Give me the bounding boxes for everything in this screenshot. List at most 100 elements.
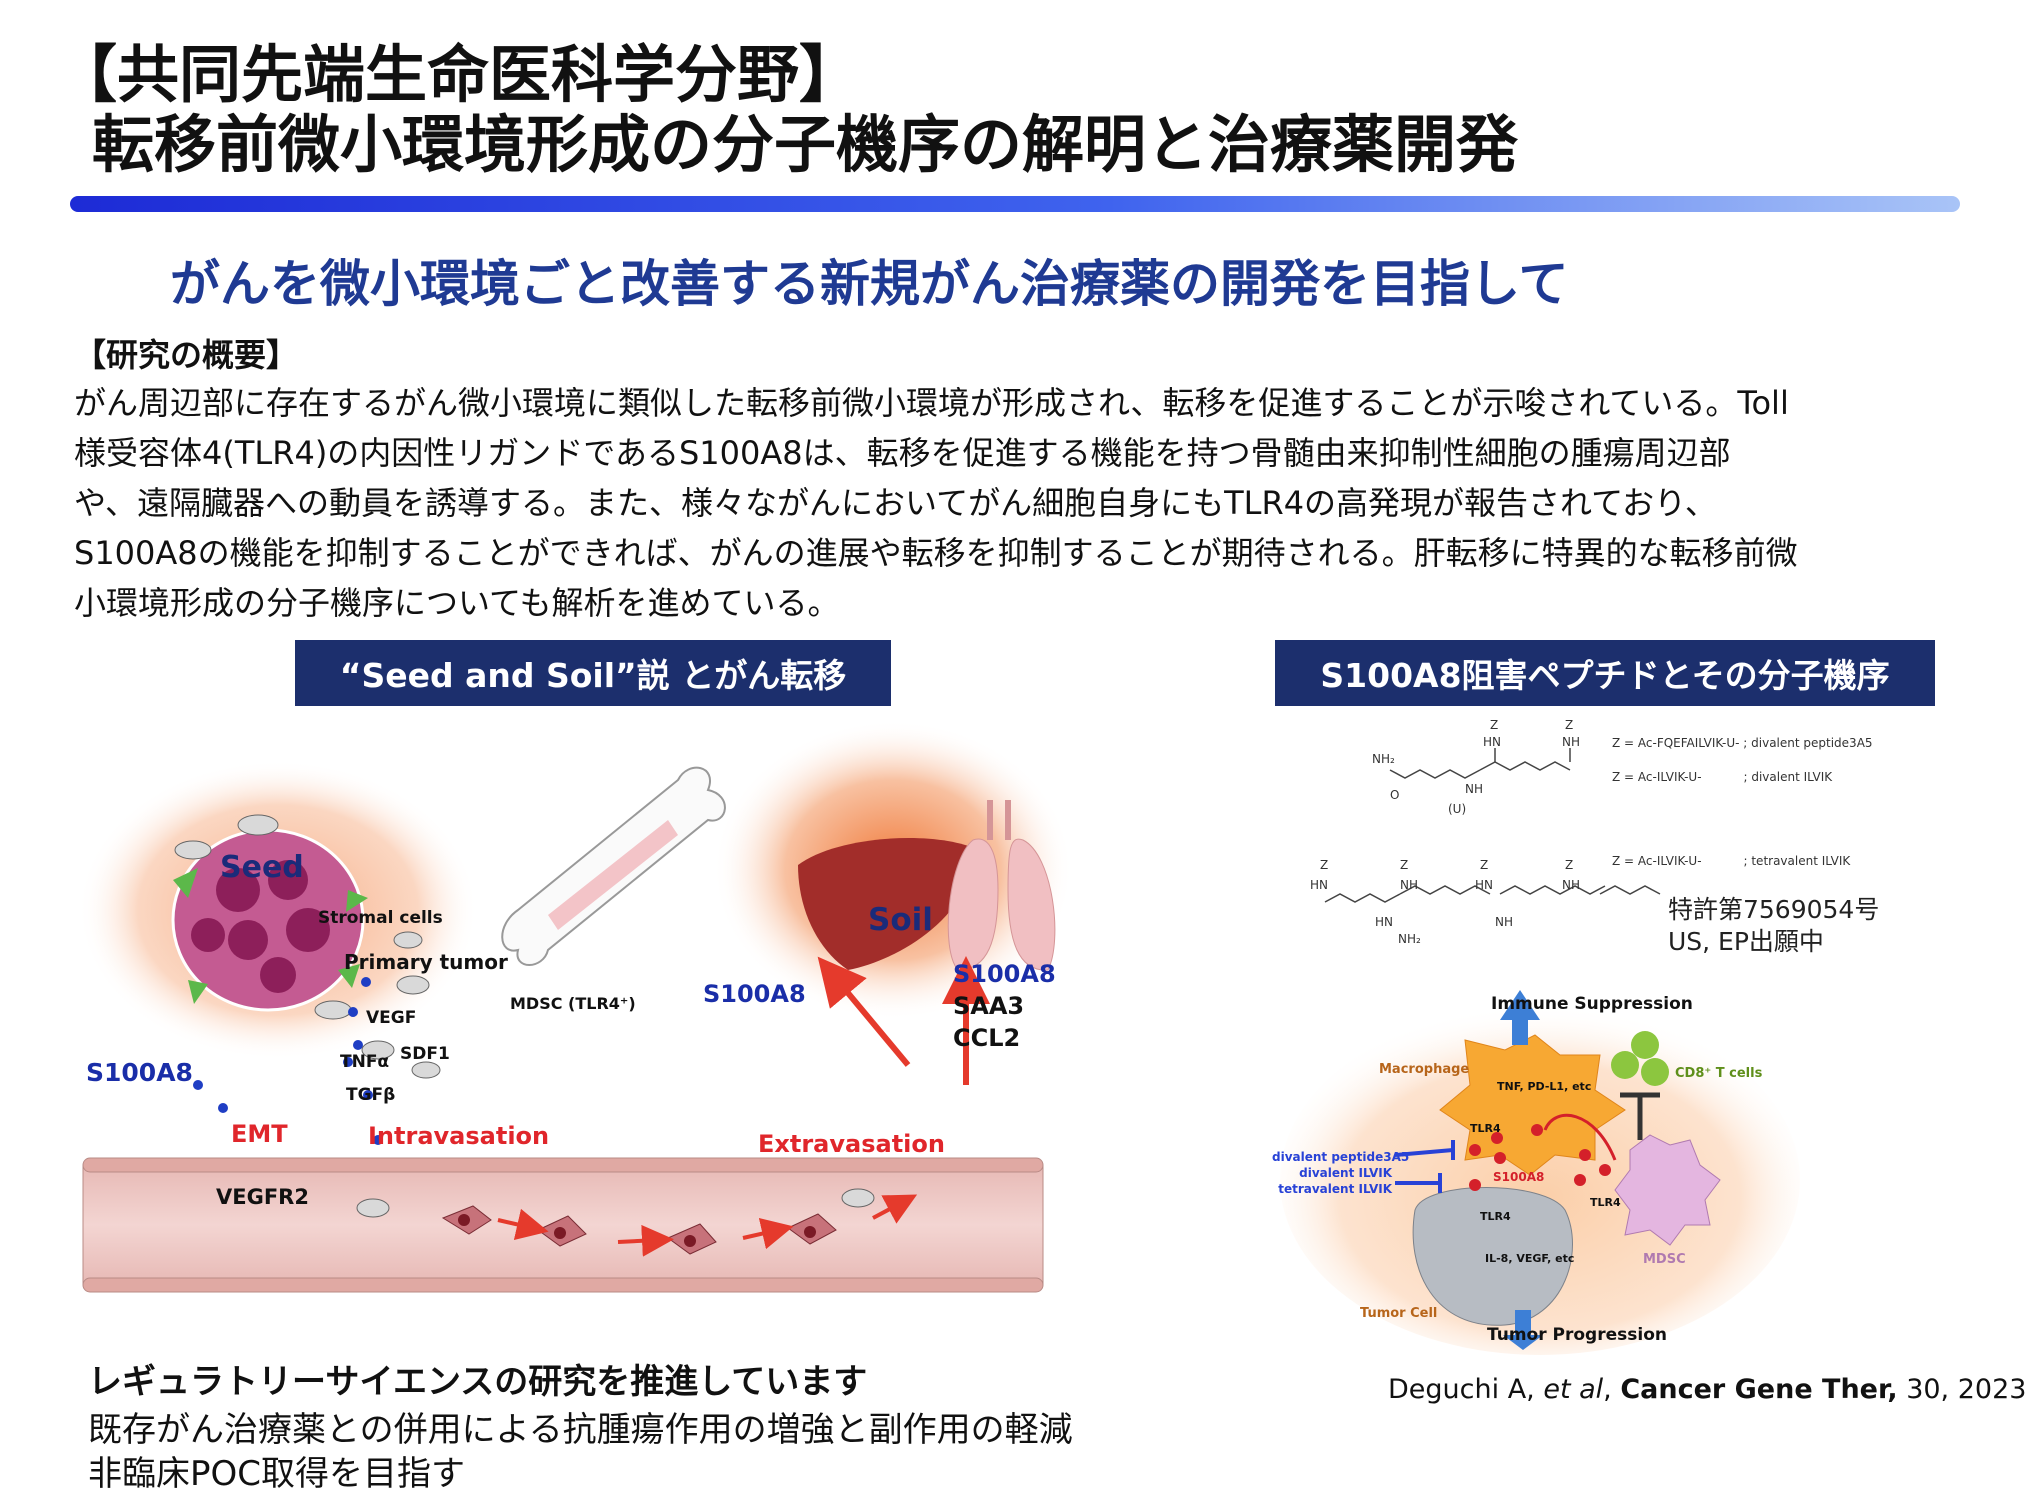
inhibitor-tetravalent-label: tetravalent ILVIK bbox=[1278, 1182, 1392, 1196]
saa3-label: SAA3 bbox=[953, 992, 1025, 1020]
chem-nh2: NH₂ bbox=[1398, 932, 1421, 946]
citation: Deguchi A, et al, Cancer Gene Ther, 30, … bbox=[1388, 1374, 2026, 1405]
seed-label: Seed bbox=[220, 850, 304, 885]
chem-hn: HN bbox=[1475, 878, 1493, 892]
macrophage-cell bbox=[1439, 1034, 1626, 1176]
seed-soil-label: “Seed and Soil”説 とがん転移 bbox=[295, 640, 891, 706]
tgf-label: TGFβ bbox=[346, 1085, 396, 1105]
patent-pending: US, EP出願中 bbox=[1668, 927, 1824, 956]
soil-label: Soil bbox=[868, 902, 933, 938]
tnf-pdl1-label: TNF, PD-L1, etc bbox=[1497, 1080, 1592, 1093]
chemical-structures: Z Z HN NH NH₂ O NH (U) Z Z Z Z HN NH HN … bbox=[1300, 710, 1960, 950]
sdf1-label: SDF1 bbox=[400, 1044, 450, 1064]
bone bbox=[501, 766, 726, 966]
immune-suppression-label: Immune Suppression bbox=[1491, 994, 1693, 1014]
mdsc-label: MDSC (TLR4⁺) bbox=[510, 994, 636, 1013]
page-title-line2: 転移前微小環境形成の分子機序の解明と治療薬開発 bbox=[92, 108, 1519, 181]
macrophage-label: Macrophage bbox=[1379, 1062, 1470, 1077]
stromal-cells-label: Stromal cells bbox=[318, 908, 443, 928]
s100a8-dots bbox=[1469, 1124, 1611, 1191]
summary-line: 小環境形成の分子機序についても解析を進めている。 bbox=[74, 584, 840, 622]
goal-line-2: 非臨床POC取得を目指す bbox=[88, 1454, 466, 1494]
citation-authors: Deguchi A, bbox=[1388, 1374, 1544, 1405]
primary-tumor-label: Primary tumor bbox=[344, 950, 508, 974]
mdsc-mech-label: MDSC bbox=[1643, 1252, 1686, 1267]
tumor-progression-label: Tumor Progression bbox=[1487, 1325, 1667, 1345]
lungs bbox=[947, 800, 1056, 971]
citation-etal: et al bbox=[1543, 1374, 1604, 1405]
chem-nh: NH bbox=[1465, 782, 1483, 796]
liver bbox=[798, 838, 978, 970]
chem-o: O bbox=[1390, 788, 1400, 802]
chem-z: Z bbox=[1490, 718, 1499, 732]
summary-line: がん周辺部に存在するがん微小環境に類似した転移前微小環境が形成され、転移を促進す… bbox=[74, 384, 1789, 422]
tlr4-mdsc-label: TLR4 bbox=[1590, 1196, 1621, 1209]
up-arrow-icon bbox=[1500, 990, 1540, 1045]
metastasis-svg bbox=[78, 720, 1073, 1293]
chem-z: Z bbox=[1400, 858, 1409, 872]
chem-hn: HN bbox=[1375, 915, 1393, 929]
s100a8-peptide-label: S100A8阻害ペプチドとその分子機序 bbox=[1275, 640, 1935, 706]
cd8-tcells bbox=[1611, 1031, 1669, 1086]
title-underline bbox=[70, 196, 1960, 212]
mechanism-diagram: Immune Suppression Macrophage CD8⁺ T cel… bbox=[1272, 990, 1800, 1355]
chem-z: Z bbox=[1565, 718, 1574, 732]
citation-journal: Cancer Gene Ther, bbox=[1620, 1374, 1898, 1405]
chem-hn: HN bbox=[1483, 735, 1501, 749]
chem-u: (U) bbox=[1448, 802, 1467, 816]
mdsc-cell bbox=[1614, 1134, 1721, 1246]
emt-label: EMT bbox=[231, 1120, 288, 1148]
vessel-endothelium bbox=[82, 1157, 1044, 1293]
chem-hn: HN bbox=[1310, 878, 1328, 892]
metastasis-illustration: Seed Stromal cells Primary tumor VEGF TN… bbox=[78, 720, 1073, 1300]
down-arrow-icon bbox=[1503, 1310, 1543, 1350]
citation-detail: 30, 2023 bbox=[1897, 1374, 2026, 1405]
arrow-to-liver bbox=[817, 956, 911, 1067]
summary-line: S100A8の機能を抑制することができれば、がんの進展や転移を抑制することが期待… bbox=[74, 534, 1798, 572]
mechanism-svg bbox=[1280, 990, 1800, 1355]
flow-arrows bbox=[497, 1194, 918, 1257]
s100a8-lung-label: S100A8 bbox=[953, 960, 1056, 988]
mdsc-cells bbox=[361, 931, 441, 1079]
summary-heading: 【研究の概要】 bbox=[74, 336, 299, 374]
summary-text: がん周辺部に存在するがん微小環境に類似した転移前微小環境が形成され、転移を促進す… bbox=[74, 378, 1954, 628]
s100a8-seed-label: S100A8 bbox=[86, 1058, 193, 1087]
summary-line: や、遠隔臓器への動員を誘導する。また、様々ながんにおいてがん細胞自身にもTLR4… bbox=[74, 484, 1717, 522]
chem-z: Z bbox=[1565, 858, 1574, 872]
intravasation-label: Intravasation bbox=[368, 1122, 550, 1150]
chem-nh: NH bbox=[1562, 735, 1580, 749]
s100a8-arrow bbox=[1543, 1113, 1617, 1161]
subtitle: がんを微小環境ごと改善する新規がん治療薬の開発を目指して bbox=[170, 255, 1569, 313]
goal-line-1: 既存がん治療薬との併用による抗腫瘍作用の増強と副作用の軽減 bbox=[88, 1410, 1073, 1450]
chem-nh2: NH₂ bbox=[1372, 752, 1395, 766]
chem-nh: NH bbox=[1400, 878, 1418, 892]
primary-tumor-cluster bbox=[171, 814, 368, 1020]
s100a8-liver-label: S100A8 bbox=[703, 980, 806, 1008]
chem-row-1: Z = Ac-FQEFAILVIK-U- ; divalent peptide3… bbox=[1612, 736, 1873, 750]
extravasation-label: Extravasation bbox=[758, 1130, 945, 1158]
ccl2-label: CCL2 bbox=[953, 1024, 1021, 1052]
tumor-cell-label: Tumor Cell bbox=[1360, 1306, 1438, 1321]
inhibitor-peptide3a5-label: divalent peptide3A5 bbox=[1272, 1150, 1410, 1164]
chem-nh: NH bbox=[1562, 878, 1580, 892]
chem-svg bbox=[1324, 748, 1661, 903]
tlr4-tumor-label: TLR4 bbox=[1480, 1210, 1511, 1223]
il8-vegf-label: IL-8, VEGF, etc bbox=[1485, 1252, 1575, 1265]
patent-number: 特許第7569054号 bbox=[1668, 895, 1880, 924]
citation-sep: , bbox=[1603, 1374, 1621, 1405]
cd8-label: CD8⁺ T cells bbox=[1675, 1066, 1763, 1081]
vegf-label: VEGF bbox=[366, 1008, 417, 1028]
page-title-line1: 【共同先端生命医科学分野】 bbox=[55, 38, 862, 111]
chem-nh: NH bbox=[1495, 915, 1513, 929]
chem-row-3: Z = Ac-ILVIK-U- ; tetravalent ILVIK bbox=[1612, 854, 1851, 868]
vegfr2-label: VEGFR2 bbox=[216, 1185, 309, 1209]
tumor-cell bbox=[1412, 1187, 1573, 1326]
summary-line: 様受容体4(TLR4)の内因性リガンドであるS100A8は、転移を促進する機能を… bbox=[74, 434, 1731, 472]
tnf-label: TNFα bbox=[340, 1052, 390, 1072]
regulatory-science-heading: レギュラトリーサイエンスの研究を推進しています bbox=[88, 1362, 868, 1402]
s100a8-mech-label: S100A8 bbox=[1493, 1170, 1545, 1184]
chem-row-2: Z = Ac-ILVIK-U- ; divalent ILVIK bbox=[1612, 770, 1833, 784]
chem-z: Z bbox=[1320, 858, 1329, 872]
circulating-tumor-cells bbox=[356, 1188, 875, 1255]
inhibition-lines bbox=[1394, 1140, 1455, 1193]
